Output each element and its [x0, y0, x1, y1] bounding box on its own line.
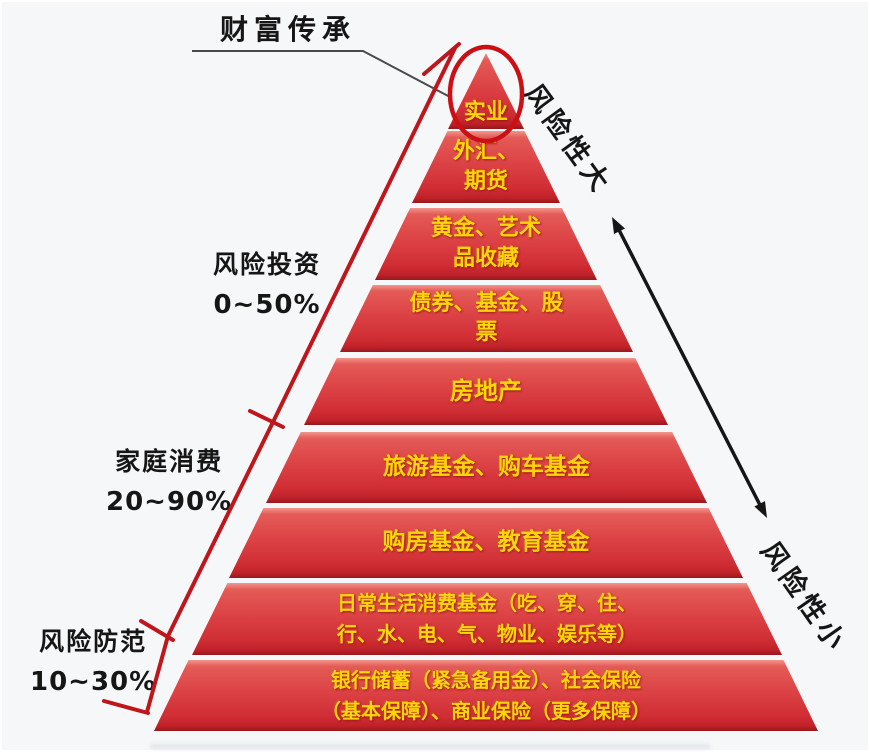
tier-daily-consumption-label: 日常生活消费基金（吃、穿、住、 行、水、电、气、物业、娱乐等） [337, 591, 637, 646]
tier-forex-futures-label: 外汇、 期货 [452, 138, 519, 194]
section-risk-investment-name: 风险投资 [213, 250, 322, 279]
tier-travel-car-funds-label: 旅游基金、购车基金 [383, 453, 590, 480]
risk-arrowhead-down-icon [754, 501, 767, 518]
pyramid-tier-gold-art-collection: 黄金、艺术 品收藏 [375, 208, 597, 280]
bottom-shadow-band [150, 744, 710, 749]
tier-savings-insurance-label: 银行储蓄（紧急备用金）、社会保险 （基本保障）、商业保险（更多保障） [321, 667, 651, 723]
section-risk-prevention-name: 风险防范 [39, 627, 148, 656]
pyramid-tier-forex-futures: 外汇、 期货 [412, 131, 560, 203]
wealth-inheritance-callout-label: 财富传承 [220, 13, 357, 46]
section-risk-prevention-range: 10~30% [30, 667, 157, 697]
pyramid-tier-savings-insurance: 银行储蓄（紧急备用金）、社会保险 （基本保障）、商业保险（更多保障） [154, 660, 818, 731]
pyramid-tier-house-education-funds: 购房基金、教育基金 [229, 508, 743, 578]
pyramid-tier-real-estate: 房地产 [304, 358, 668, 425]
pyramid-tier-daily-consumption-fund: 日常生活消费基金（吃、穿、住、 行、水、电、气、物业、娱乐等） [192, 583, 782, 655]
guideline-tick-top [422, 42, 461, 76]
section-family-consumption: 家庭消费 20~90% [106, 442, 232, 524]
tier-bonds-funds-stocks-label: 债券、基金、股 票 [409, 290, 564, 345]
callout-leader-line [192, 50, 451, 98]
section-risk-prevention: 风险防范 10~30% [30, 622, 156, 704]
section-family-consumption-range: 20~90% [106, 487, 233, 517]
tier-house-education-funds-label: 购房基金、教育基金 [382, 529, 590, 556]
risk-arrowhead-up-icon [612, 217, 625, 234]
guideline-tick-mid1 [248, 409, 285, 429]
section-risk-investment-range: 0~50% [213, 290, 321, 320]
pyramid-tier-bonds-funds-stocks: 债券、基金、股 票 [340, 285, 633, 352]
section-risk-investment: 风险投资 0~50% [213, 245, 321, 327]
section-family-consumption-name: 家庭消费 [115, 447, 224, 476]
tier-gold-art-label: 黄金、艺术 品收藏 [430, 215, 541, 271]
tier-real-estate-label: 房地产 [450, 376, 522, 405]
pyramid-tier-travel-car-funds: 旅游基金、购车基金 [266, 432, 707, 503]
tier-industry-label: 实业 [463, 99, 508, 125]
pyramid-tier-industry: 实业 [448, 53, 524, 129]
